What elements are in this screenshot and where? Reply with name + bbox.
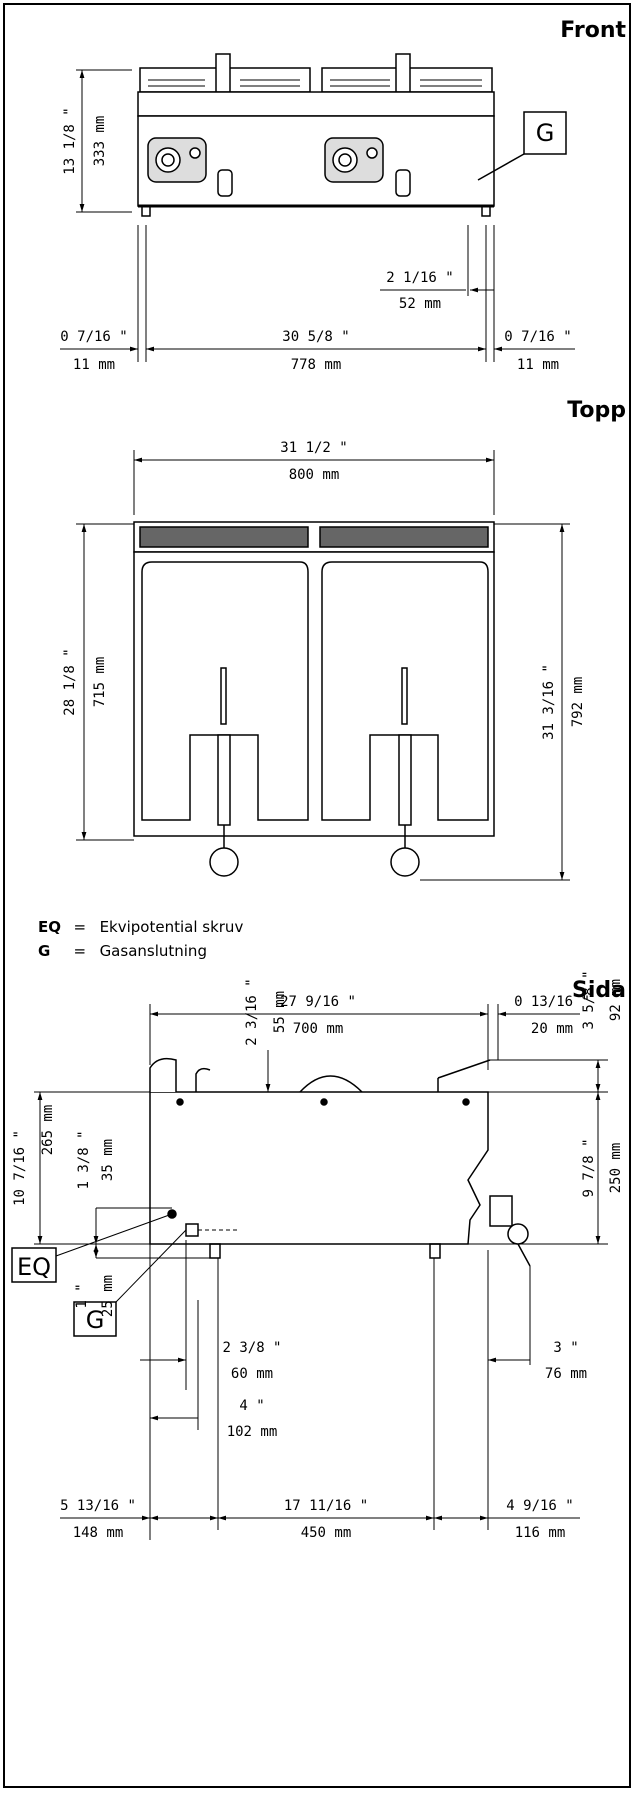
side-a-mm: 148 mm [73,1525,124,1541]
front-height-in: 13 1/8 " [62,107,78,174]
front-height-mm: 333 mm [92,116,108,167]
side-b-mm: 450 mm [301,1525,352,1541]
legend-key: G [38,942,51,960]
front-width-in: 30 5/8 " [282,329,349,345]
front-offset-in: 2 1/16 " [386,270,453,286]
legend-equals: = [73,918,87,936]
side-top-mm: 55 mm [272,991,288,1033]
side-dimension-text: 27 9/16 " 700 mm 0 13/16 " 20 mm 2 3/16 … [12,970,624,1541]
legend-row: G = Gasanslutning [38,942,207,960]
side-rear-in: 0 13/16 " [514,994,590,1010]
top-dimension-text: 31 1/2 " 800 mm 28 1/8 " 715 mm 31 3/16 … [62,440,586,740]
legend-key: EQ [38,918,61,936]
front-left-in: 0 7/16 " [60,329,127,345]
side-gas-label: G [86,1306,105,1334]
front-gas-label: G [536,119,555,147]
side-depth-mm: 700 mm [293,1021,344,1037]
sheet-border [3,3,631,1788]
side-g1-mm: 60 mm [231,1366,273,1382]
side-eq-mm: 35 mm [100,1139,116,1181]
side-view [11,1004,608,1540]
heading-side: Sida [572,978,626,1003]
side-b-in: 17 11/16 " [284,1498,368,1514]
side-body-in: 9 7/8 " [581,1138,597,1197]
top-depth-in: 28 1/8 " [62,648,78,715]
legend-text: Gasanslutning [99,942,207,960]
front-dimension-text: G 13 1/8 " 333 mm 2 1/16 " 52 mm 0 7/16 … [60,107,571,373]
legend-text: Ekvipotential skruv [99,918,244,936]
side-a-in: 5 13/16 " [60,1498,136,1514]
side-rear-mm: 20 mm [531,1021,573,1037]
side-c-mm: 116 mm [515,1525,566,1541]
top-view [76,450,570,881]
side-height-mm: 265 mm [40,1105,56,1156]
top-width-mm: 800 mm [289,467,340,483]
side-body-mm: 250 mm [608,1143,624,1194]
front-right-mm: 11 mm [517,357,559,373]
front-right-in: 0 7/16 " [504,329,571,345]
top-width-in: 31 1/2 " [280,440,347,456]
side-g2-in: 4 " [239,1398,264,1414]
side-foot-mm: 25 mm [100,1275,116,1317]
front-left-mm: 11 mm [73,357,115,373]
side-top-in: 2 3/16 " [244,978,260,1045]
front-view [60,53,575,362]
top-total-depth-in: 31 3/16 " [541,664,557,740]
side-front-mm: 76 mm [545,1366,587,1382]
heading-front: Front [560,18,626,43]
side-eq-label: EQ [17,1253,51,1281]
side-height-in: 10 7/16 " [12,1130,28,1206]
side-g1-in: 2 3/8 " [222,1340,281,1356]
legend-equals: = [73,942,87,960]
side-handle-mm: 92 mm [608,979,624,1021]
side-foot-in: 1 " [74,1283,90,1308]
top-total-depth-mm: 792 mm [570,677,586,728]
heading-top: Topp [567,398,626,423]
front-width-mm: 778 mm [291,357,342,373]
top-depth-mm: 715 mm [92,657,108,708]
front-offset-mm: 52 mm [399,296,441,312]
side-depth-in: 27 9/16 " [280,994,356,1010]
side-g2-mm: 102 mm [227,1424,278,1440]
side-handle-in: 3 5/8 " [581,970,597,1029]
side-c-in: 4 9/16 " [506,1498,573,1514]
legend-row: EQ = Ekvipotential skruv [38,918,243,936]
side-eq-in: 1 3/8 " [76,1130,92,1189]
side-front-in: 3 " [553,1340,578,1356]
